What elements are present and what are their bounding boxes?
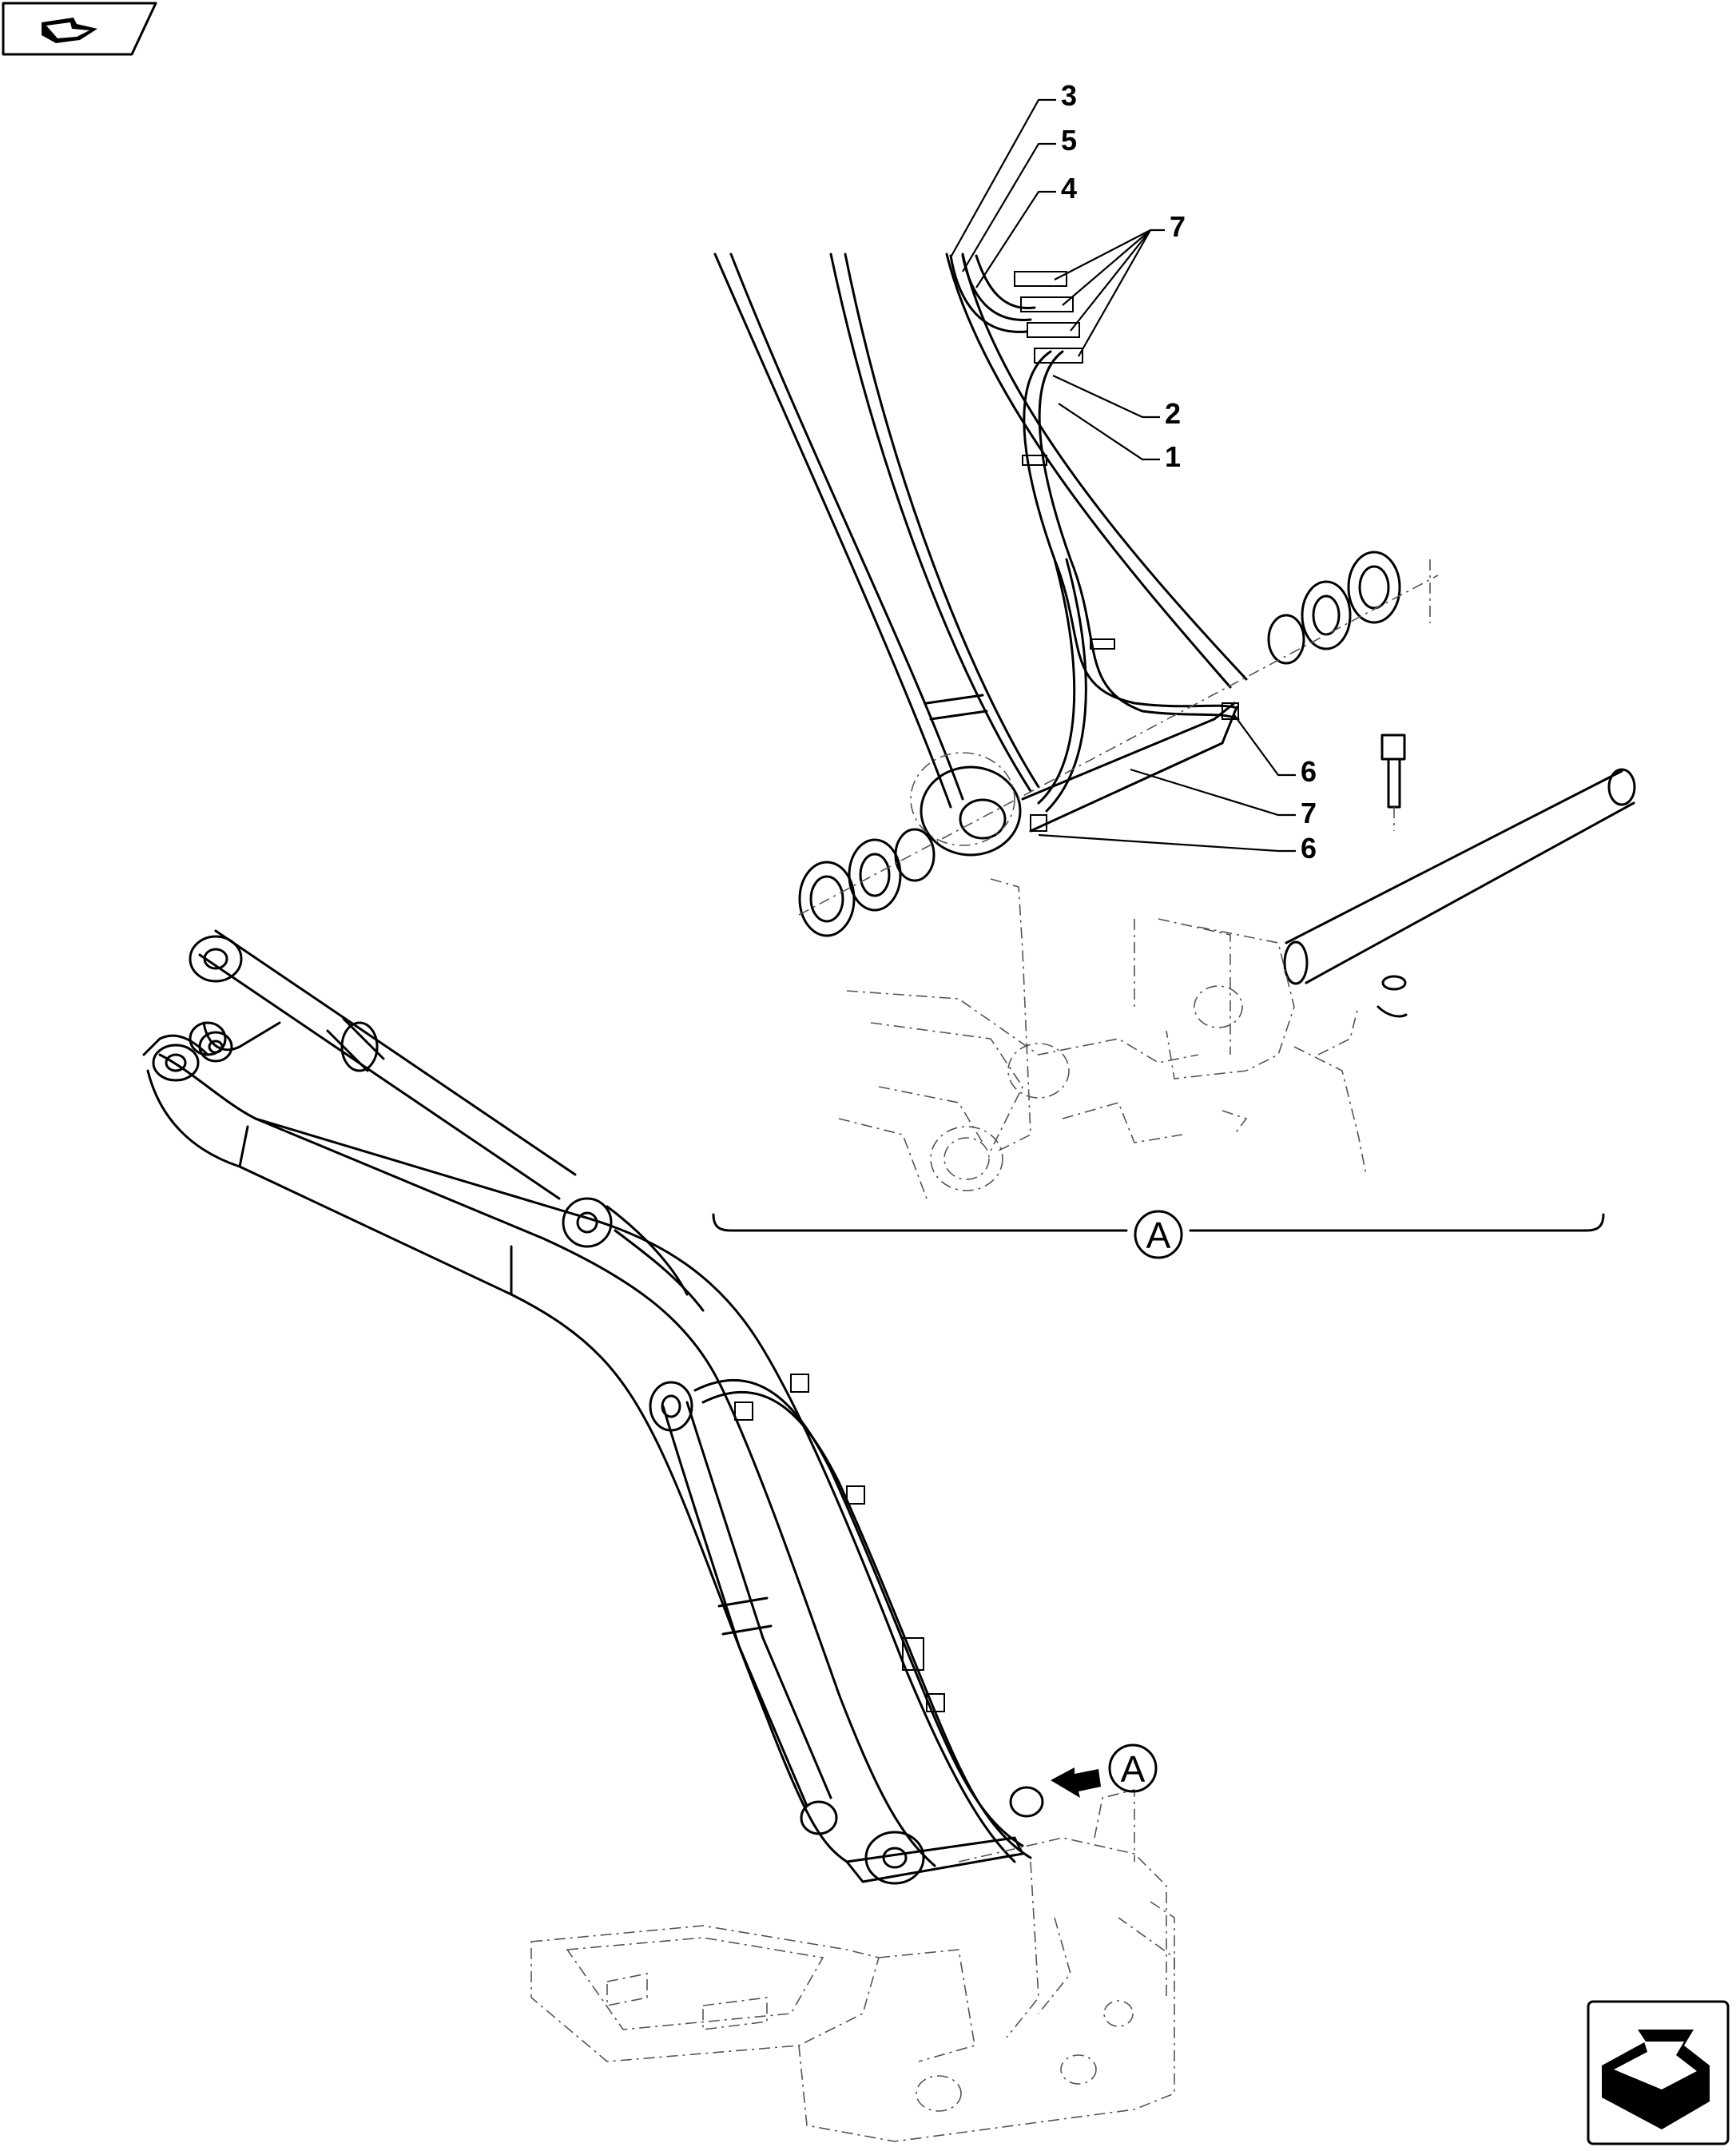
callout-4: 4 [1061,172,1077,205]
next-page-arrow-icon[interactable] [1587,2000,1730,2145]
callout-2: 2 [1165,397,1181,430]
svg-text:A: A [1121,1748,1146,1790]
previous-page-arrow-icon[interactable] [2,2,157,56]
callout-3: 3 [1061,79,1077,112]
boom-assembly [142,929,1044,1885]
callout-7-lower: 7 [1301,797,1317,829]
callout-7-top: 7 [1170,210,1186,243]
callout-5: 5 [1061,124,1077,157]
svg-text:A: A [1146,1215,1171,1256]
view-a-pointer: A [1051,1743,1158,1798]
chassis-ghost [530,1788,1175,2142]
detail-a-label: A [1134,1210,1183,1259]
callout-6-lower: 6 [1301,832,1317,865]
callout-6-upper: 6 [1301,755,1317,788]
callout-labels: 3 5 4 7 2 1 6 7 6 [1061,79,1317,865]
detail-view-a [712,252,1636,1232]
callout-1: 1 [1165,440,1181,473]
callout-leaders [950,98,1296,853]
